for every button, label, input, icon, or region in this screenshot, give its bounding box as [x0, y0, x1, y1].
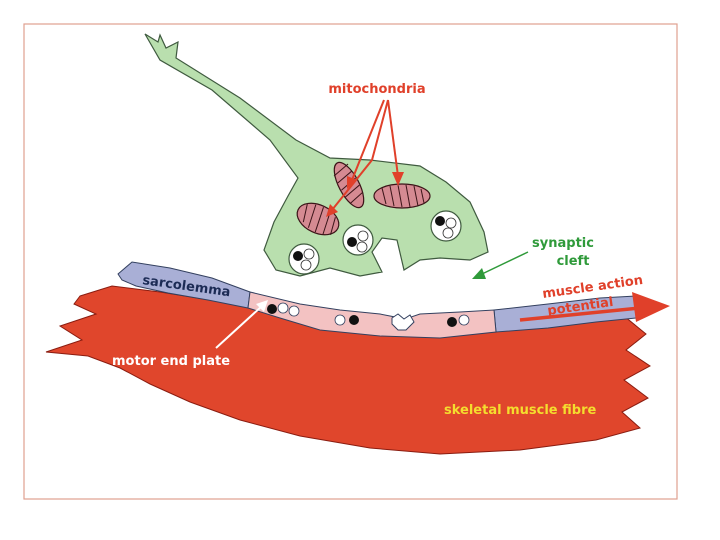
motor-end-plate-arrow — [215, 305, 263, 349]
synaptic-cleft-arrowhead — [472, 268, 486, 279]
vesicle-cluster-3 — [430, 210, 462, 242]
end-plate-notch — [391, 313, 415, 331]
mitochondria-arrowheads — [326, 172, 404, 217]
nerve-terminal — [144, 33, 489, 277]
synaptic-cleft-arrow — [481, 251, 529, 275]
label-mitochondria: mitochondria — [328, 82, 425, 97]
action-potential-arrowhead — [632, 292, 670, 322]
label-motor-end-plate: motor end plate — [112, 354, 230, 369]
label-skeletal-muscle-fibre: skeletal muscle fibre — [444, 403, 596, 418]
label-cleft: cleft — [557, 254, 590, 269]
release-sites — [267, 302, 470, 327]
mitochondria-arrows — [331, 99, 399, 211]
vesicle-cluster-2 — [288, 243, 320, 275]
diagram-frame — [23, 23, 678, 500]
action-potential-arrow — [519, 306, 641, 322]
motor-end-plate — [247, 291, 497, 339]
mitochondrion-2 — [373, 183, 431, 209]
label-synaptic: synaptic — [532, 236, 594, 251]
vesicle-cluster-1 — [342, 224, 374, 256]
motor-end-plate-arrowhead — [256, 300, 268, 312]
